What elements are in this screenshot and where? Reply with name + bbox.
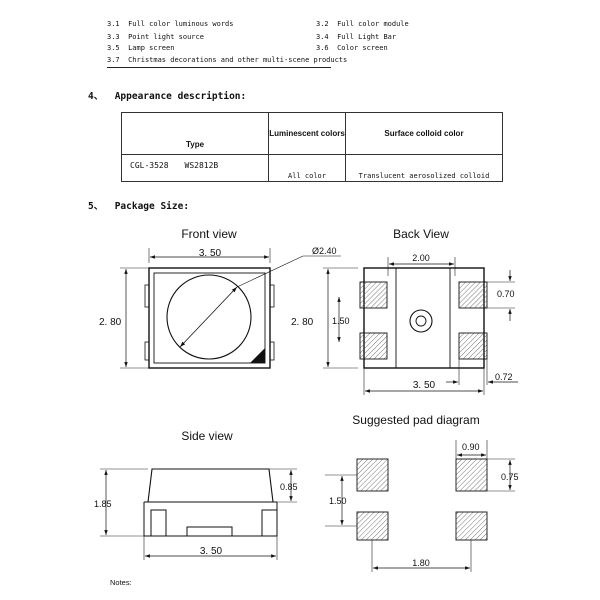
- front-width-label: 3. 50: [199, 248, 222, 259]
- application-item: 3.7 Christmas decorations and other mult…: [107, 56, 348, 64]
- back-view: Back View 2.00 2. 80 1.50 0.70 3. 50 0.7…: [291, 227, 518, 395]
- back-height-label: 2. 80: [291, 317, 314, 328]
- back-body-outline: [363, 267, 485, 369]
- pad-diagram: Suggested pad diagram 0.90 0.75 1.50 1.8…: [325, 413, 519, 572]
- table-header-surface: Surface colloid color: [345, 112, 503, 155]
- side-top-height-label: 0.85: [280, 482, 298, 492]
- package-heading: 5、 Package Size:: [88, 201, 190, 212]
- suggested-pad: [455, 511, 488, 541]
- front-body-outline: [148, 267, 271, 369]
- table-cell-surface: Translucent aerosolized colloid: [345, 154, 503, 182]
- application-item: 3.5 Lamp screen: [107, 44, 175, 52]
- front-view: Front view 3. 50 2. 80 Ø2.40: [99, 227, 341, 369]
- pad-width-label: 0.90: [462, 442, 480, 452]
- back-view-title: Back View: [393, 227, 449, 241]
- application-item: 3.2 Full color module: [316, 20, 409, 28]
- lens-diameter-label: Ø2.40: [312, 246, 337, 256]
- divider: [107, 67, 331, 68]
- application-item: 3.4 Full Light Bar: [316, 33, 397, 41]
- application-item: 3.1 Full color luminous words: [107, 20, 234, 28]
- back-pad-width-label: 0.72: [495, 372, 513, 382]
- table-cell-luminescent: All color: [268, 154, 346, 182]
- notes-label: Notes:: [110, 578, 132, 587]
- pad-horizontal-label: 1.80: [412, 558, 430, 568]
- back-pad: [458, 332, 488, 360]
- side-dome-outline: [147, 468, 274, 503]
- side-base-outline: [143, 502, 278, 537]
- front-height-label: 2. 80: [99, 317, 122, 328]
- side-view-title: Side view: [181, 429, 233, 443]
- suggested-pad: [455, 458, 488, 492]
- back-pitch-label: 2.00: [412, 253, 430, 263]
- appearance-heading: 4、 Appearance description:: [88, 91, 247, 102]
- application-item: 3.6 Color screen: [316, 44, 388, 52]
- back-pad-height-label: 0.70: [497, 289, 515, 299]
- appearance-table: Type Luminescent colors Surface colloid …: [121, 112, 503, 182]
- application-item: 3.3 Point light source: [107, 33, 204, 41]
- back-center-ring: [409, 309, 433, 333]
- suggested-pad: [356, 458, 389, 492]
- back-width-label: 3. 50: [413, 380, 436, 391]
- side-total-height-label: 1.85: [94, 499, 112, 509]
- lens-circle: [166, 274, 252, 360]
- back-pad: [359, 281, 388, 309]
- table-header-luminescent: Luminescent colors: [268, 112, 346, 155]
- polarity-mark: [250, 348, 265, 363]
- pad-height-label: 0.75: [501, 472, 519, 482]
- side-width-label: 3. 50: [200, 546, 223, 557]
- back-spacing-label: 1.50: [332, 316, 350, 326]
- back-pad: [458, 281, 488, 309]
- back-pad: [359, 332, 388, 360]
- table-header-type: Type: [121, 112, 269, 155]
- pad-diagram-title: Suggested pad diagram: [352, 413, 479, 427]
- suggested-pad: [356, 511, 389, 541]
- front-view-title: Front view: [181, 227, 237, 241]
- side-view: Side view 1.85 0.85 3. 50: [94, 429, 298, 560]
- pad-vertical-label: 1.50: [329, 496, 347, 506]
- package-size-drawing: Front view 3. 50 2. 80 Ø2.40 Back View 2…: [94, 227, 519, 572]
